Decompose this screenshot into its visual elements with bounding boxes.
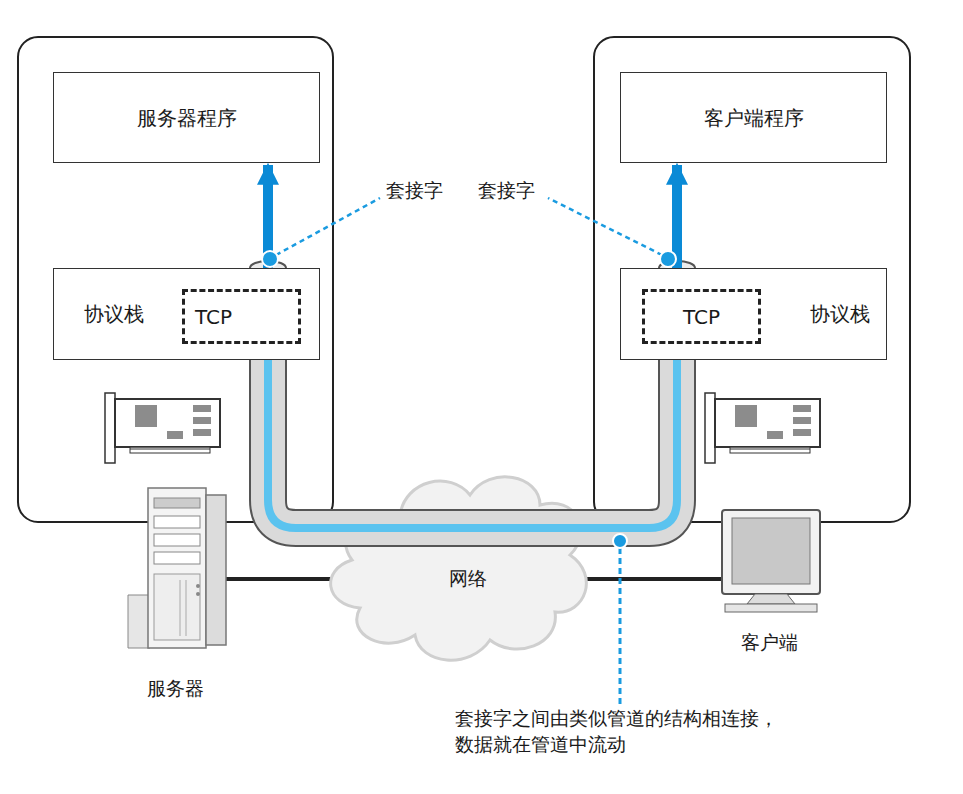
device-label: 客户端 bbox=[741, 630, 798, 656]
network-label: 网络 bbox=[449, 566, 487, 592]
client-monitor-icon bbox=[722, 510, 820, 612]
socket-dot bbox=[262, 251, 278, 267]
server-icon bbox=[128, 488, 226, 648]
protocol-stack-box: 协议栈 TCP bbox=[53, 268, 320, 360]
tcp-box: TCP bbox=[182, 289, 301, 344]
callout-note: 套接字之间由类似管道的结构相连接， 数据就在管道中流动 bbox=[455, 706, 800, 757]
node-text: TCP bbox=[195, 305, 232, 329]
socket-label: 套接字 bbox=[386, 178, 443, 204]
node-text: 客户端程序 bbox=[704, 106, 804, 130]
tcp-box: TCP bbox=[642, 289, 761, 344]
program-box: 客户端程序 bbox=[620, 72, 887, 163]
socket-label: 套接字 bbox=[478, 178, 535, 204]
node-text: 协议栈 bbox=[84, 302, 144, 326]
client-frame bbox=[594, 37, 910, 522]
nic-card bbox=[705, 393, 820, 463]
node-text: 协议栈 bbox=[810, 302, 870, 326]
leader-line bbox=[619, 548, 622, 704]
socket-dot bbox=[660, 251, 676, 267]
node-text: 服务器程序 bbox=[137, 106, 237, 130]
program-box: 服务器程序 bbox=[53, 72, 320, 163]
callout-dot bbox=[613, 534, 627, 548]
leader-line bbox=[548, 198, 662, 255]
device-label: 服务器 bbox=[147, 676, 204, 702]
nic-card bbox=[105, 393, 220, 463]
protocol-stack-box: 协议栈 TCP bbox=[620, 268, 887, 360]
leader-line bbox=[276, 198, 380, 255]
node-text: TCP bbox=[683, 305, 720, 329]
network-cloud bbox=[331, 477, 587, 660]
